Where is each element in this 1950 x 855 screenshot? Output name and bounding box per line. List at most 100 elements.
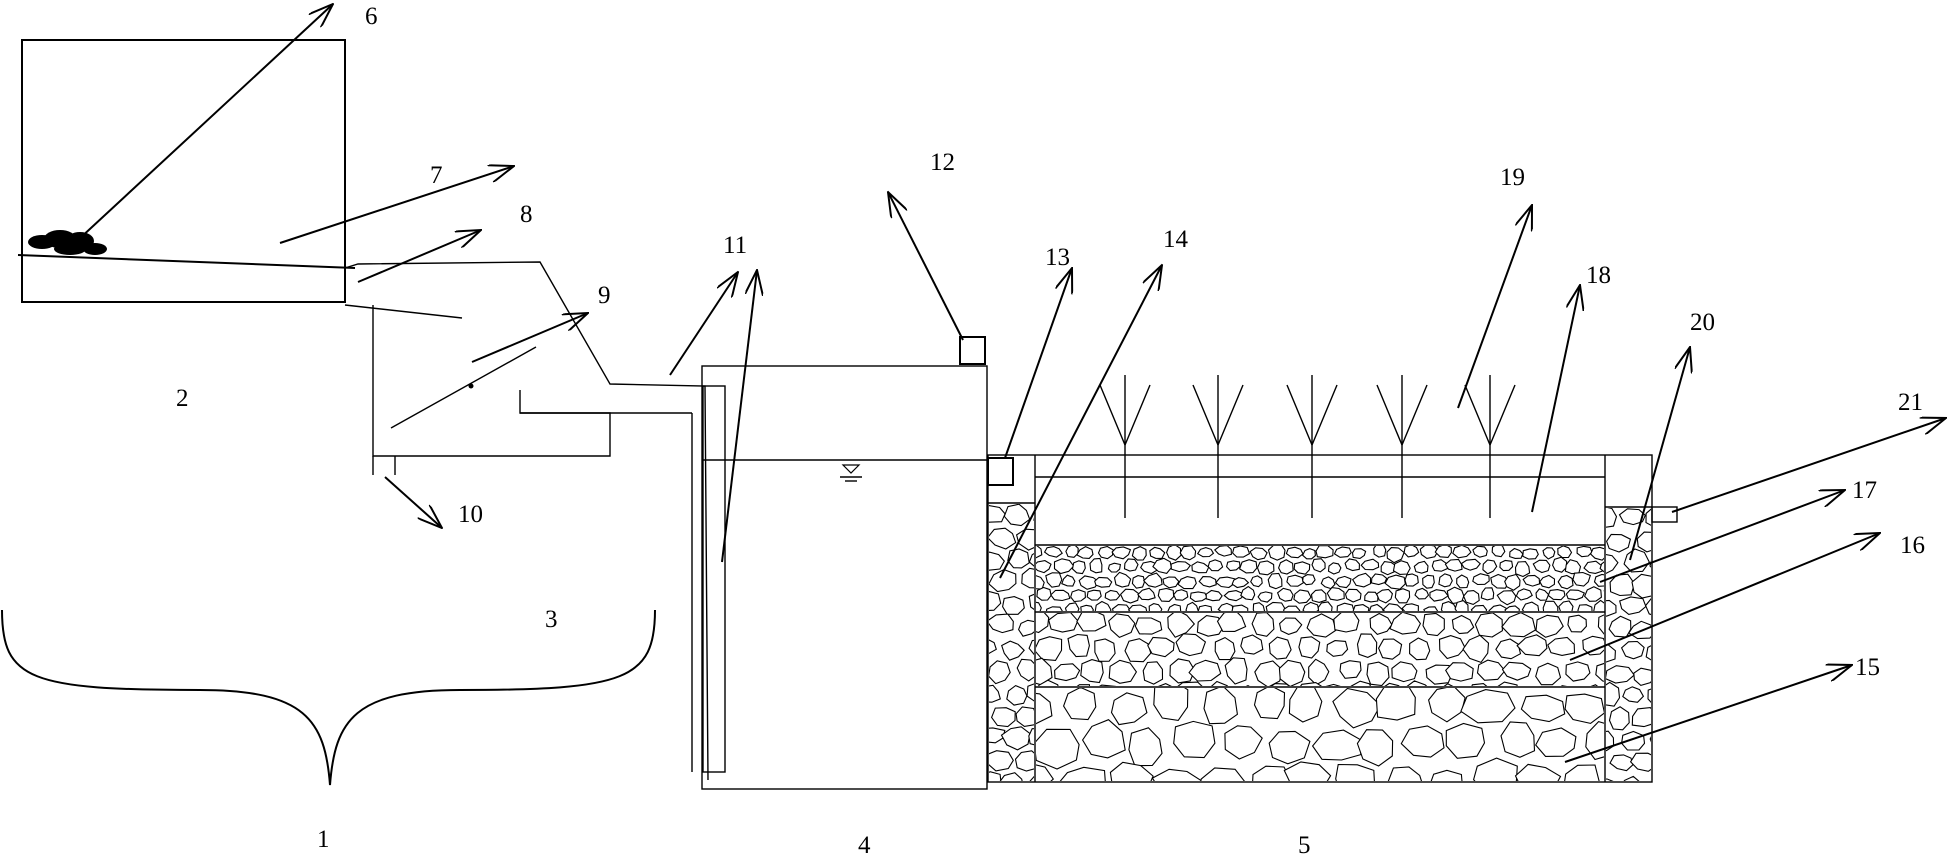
- arrow-6: [77, 4, 333, 241]
- gravel-stone: [989, 727, 1006, 744]
- gravel-stone: [1501, 613, 1537, 638]
- gravel-stone: [1111, 604, 1131, 611]
- gravel-stone: [1061, 574, 1076, 587]
- gravel-stone: [1413, 560, 1429, 574]
- label-16: 16: [1900, 532, 1925, 559]
- gravel-stone: [1356, 633, 1378, 658]
- gravel-stone: [1649, 736, 1651, 743]
- arrow-13: [1004, 268, 1072, 459]
- plant: [1192, 375, 1244, 518]
- gravel-stone: [1213, 546, 1232, 557]
- label-18: 18: [1586, 262, 1611, 289]
- gravel-stone: [1124, 638, 1152, 663]
- gravel-stone: [1606, 778, 1614, 781]
- gravel-stone: [1185, 601, 1199, 611]
- gravel-stone: [1285, 546, 1304, 559]
- label-21: 21: [1898, 389, 1923, 416]
- gravel-stone: [1599, 561, 1604, 573]
- label-15: 15: [1855, 654, 1880, 681]
- gravel-stone: [1547, 589, 1566, 601]
- gravel-stone: [1043, 546, 1063, 558]
- gravel-stone: [1514, 763, 1562, 781]
- gravel-stone: [1308, 658, 1330, 686]
- gravel-stone: [1532, 559, 1551, 574]
- gravel-stone: [1147, 636, 1175, 658]
- gravel-stone: [1623, 775, 1640, 781]
- gravel-stone: [1476, 659, 1506, 681]
- gravel-stone: [989, 684, 1001, 703]
- gravel-stone: [1606, 599, 1617, 617]
- gravel-stone: [1645, 508, 1651, 526]
- gravel-stone: [1515, 588, 1533, 601]
- gravel-stone: [1054, 663, 1081, 682]
- gravel-stone: [1384, 682, 1400, 686]
- gravel-stone: [1311, 558, 1326, 573]
- gravel-stone: [1223, 590, 1244, 602]
- gravel-stone: [1509, 547, 1524, 559]
- gravel-stone: [1629, 752, 1651, 772]
- gravel-stone: [1189, 591, 1208, 603]
- label-12: 12: [930, 149, 955, 176]
- gravel-stone: [1065, 546, 1079, 558]
- gravel-stone: [1482, 559, 1498, 575]
- gravel-stone: [1006, 684, 1028, 706]
- arrow-15: [1564, 665, 1852, 763]
- gravel-stone: [1111, 546, 1132, 560]
- gravel-stone: [1597, 614, 1604, 635]
- arrow-8: [357, 230, 481, 283]
- gravel-stone: [1558, 600, 1574, 611]
- gravel-stone: [1368, 603, 1384, 611]
- gravel-stone: [1401, 603, 1419, 611]
- gravel-stone: [1302, 601, 1320, 611]
- gravel-stone: [1028, 552, 1034, 567]
- gravel-stone: [1542, 600, 1559, 611]
- gravel-stone: [1231, 546, 1251, 558]
- gravel-stone: [1618, 508, 1646, 526]
- tank-2: [17, 39, 356, 303]
- gravel-stone: [1240, 634, 1264, 655]
- gravel-stone: [1215, 576, 1236, 589]
- gravel-stone: [1277, 559, 1294, 575]
- gravel-stone: [1108, 659, 1138, 684]
- gravel-stone: [1351, 572, 1372, 588]
- gravel-stone: [1107, 562, 1122, 573]
- gravel-stone: [1462, 634, 1490, 664]
- gravel-stone: [1443, 683, 1454, 686]
- gravel-stone: [989, 660, 1011, 685]
- gravel-stone: [1567, 614, 1587, 633]
- sludge-deposit: [28, 230, 107, 255]
- gravel-stone: [1036, 636, 1063, 661]
- gravel-stone: [1191, 561, 1210, 574]
- arrow-20: [1629, 347, 1690, 561]
- grouping-brace: [1, 609, 656, 786]
- gravel-stone: [1557, 574, 1574, 590]
- gravel-stone: [1028, 728, 1034, 746]
- gravel-stone: [1036, 613, 1050, 634]
- gravel-stone: [1499, 559, 1514, 572]
- gravel-stone: [1257, 591, 1273, 603]
- gravel-stone: [1391, 661, 1418, 683]
- gravel-stone: [1134, 617, 1163, 635]
- gravel-stone: [1582, 635, 1604, 656]
- gravel-stone: [1480, 587, 1495, 601]
- gravel-stone: [1076, 613, 1107, 632]
- number-labels: 1 2 3 4 5 6 7 8 9 10 11 12 13 14 15 16 1…: [176, 3, 1925, 855]
- gravel-stone: [990, 707, 1016, 728]
- gravel-stone: [1472, 757, 1518, 781]
- gravel-stone: [1127, 604, 1148, 611]
- gravel-stone: [1045, 572, 1063, 588]
- gravel-stone: [1064, 602, 1080, 611]
- arrow-12: [888, 192, 964, 341]
- gravel-stone: [1089, 557, 1103, 574]
- gravel-stone: [1429, 589, 1449, 602]
- gravel-stone: [1293, 561, 1311, 575]
- gravel-stone: [1370, 573, 1388, 586]
- gravel-stone: [1279, 617, 1303, 635]
- gravel-stone: [1409, 637, 1431, 661]
- gravel-stone: [1298, 636, 1321, 659]
- label-5: 5: [1298, 832, 1311, 855]
- gravel-stone: [1542, 547, 1556, 560]
- gravel-stone: [1380, 561, 1398, 576]
- label-9: 9: [598, 282, 611, 309]
